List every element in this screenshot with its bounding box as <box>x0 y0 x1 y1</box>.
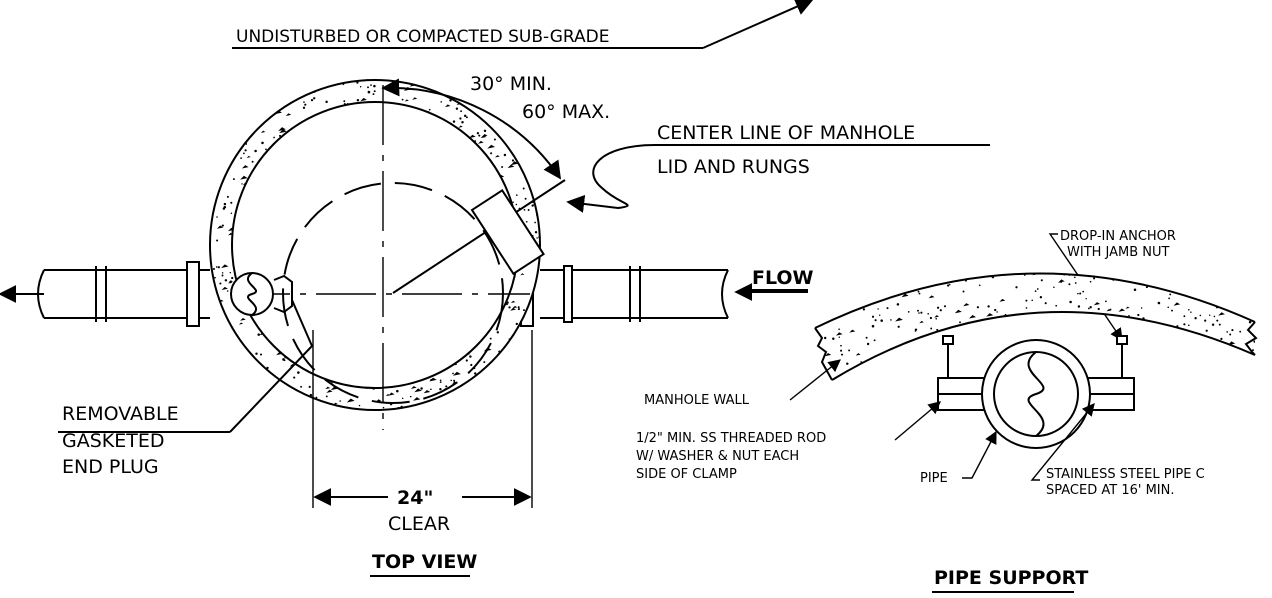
subgrade-leader <box>232 0 814 49</box>
rod-label-1: 1/2" MIN. SS THREADED ROD <box>636 431 826 446</box>
wall-label: MANHOLE WALL <box>644 393 750 408</box>
rod-leader <box>894 401 941 441</box>
rod-label-3: SIDE OF CLAMP <box>636 467 737 482</box>
lid-centerline <box>392 179 566 294</box>
clear-dimension <box>312 330 533 508</box>
anchor-label-1: DROP-IN ANCHOR <box>1060 229 1176 244</box>
plug-label-1: REMOVABLE <box>62 403 179 425</box>
flow-label: FLOW <box>752 267 814 289</box>
lid-opening <box>282 182 504 404</box>
wall-leader <box>789 359 841 401</box>
centerline-leader <box>566 144 990 213</box>
pipe-leader <box>962 430 997 479</box>
clamp-leader <box>1030 403 1095 481</box>
centerline-label-2: LID AND RUNGS <box>657 156 810 178</box>
top-view-title: TOP VIEW <box>372 551 477 573</box>
clamp-label-1: STAINLESS STEEL PIPE C <box>1046 467 1205 482</box>
end-plug <box>230 272 293 316</box>
pipe-clamp <box>937 339 1135 449</box>
plug-label-3: END PLUG <box>62 456 159 478</box>
anchor-label-2: WITH JAMB NUT <box>1067 245 1170 260</box>
end-plug-leader <box>229 299 314 433</box>
clear-label: CLEAR <box>388 513 450 535</box>
top-view: UNDISTURBED OR COMPACTED SUB-GRADE FLOW <box>0 0 990 577</box>
pipe-support-title: PIPE SUPPORT <box>934 567 1088 589</box>
subgrade-label: UNDISTURBED OR COMPACTED SUB-GRADE <box>236 27 610 47</box>
clamp-label-2: SPACED AT 16' MIN. <box>1046 483 1174 498</box>
plug-label-2: GASKETED <box>62 430 165 452</box>
centerline-label-1: CENTER LINE OF MANHOLE <box>657 122 915 144</box>
manhole-rung <box>470 189 545 276</box>
angle-max-label: 60° MAX. <box>522 101 610 123</box>
pipe-support-view: DROP-IN ANCHOR WITH JAMB NUT <box>636 229 1258 593</box>
outlet-pipe-left <box>0 261 210 327</box>
pipe-label: PIPE <box>920 471 948 486</box>
rod-label-2: W/ WASHER & NUT EACH <box>636 449 799 464</box>
angle-dimension-arc <box>381 78 562 180</box>
clear-dimension-value: 24" <box>397 487 433 509</box>
angle-min-label: 30° MIN. <box>470 73 552 95</box>
